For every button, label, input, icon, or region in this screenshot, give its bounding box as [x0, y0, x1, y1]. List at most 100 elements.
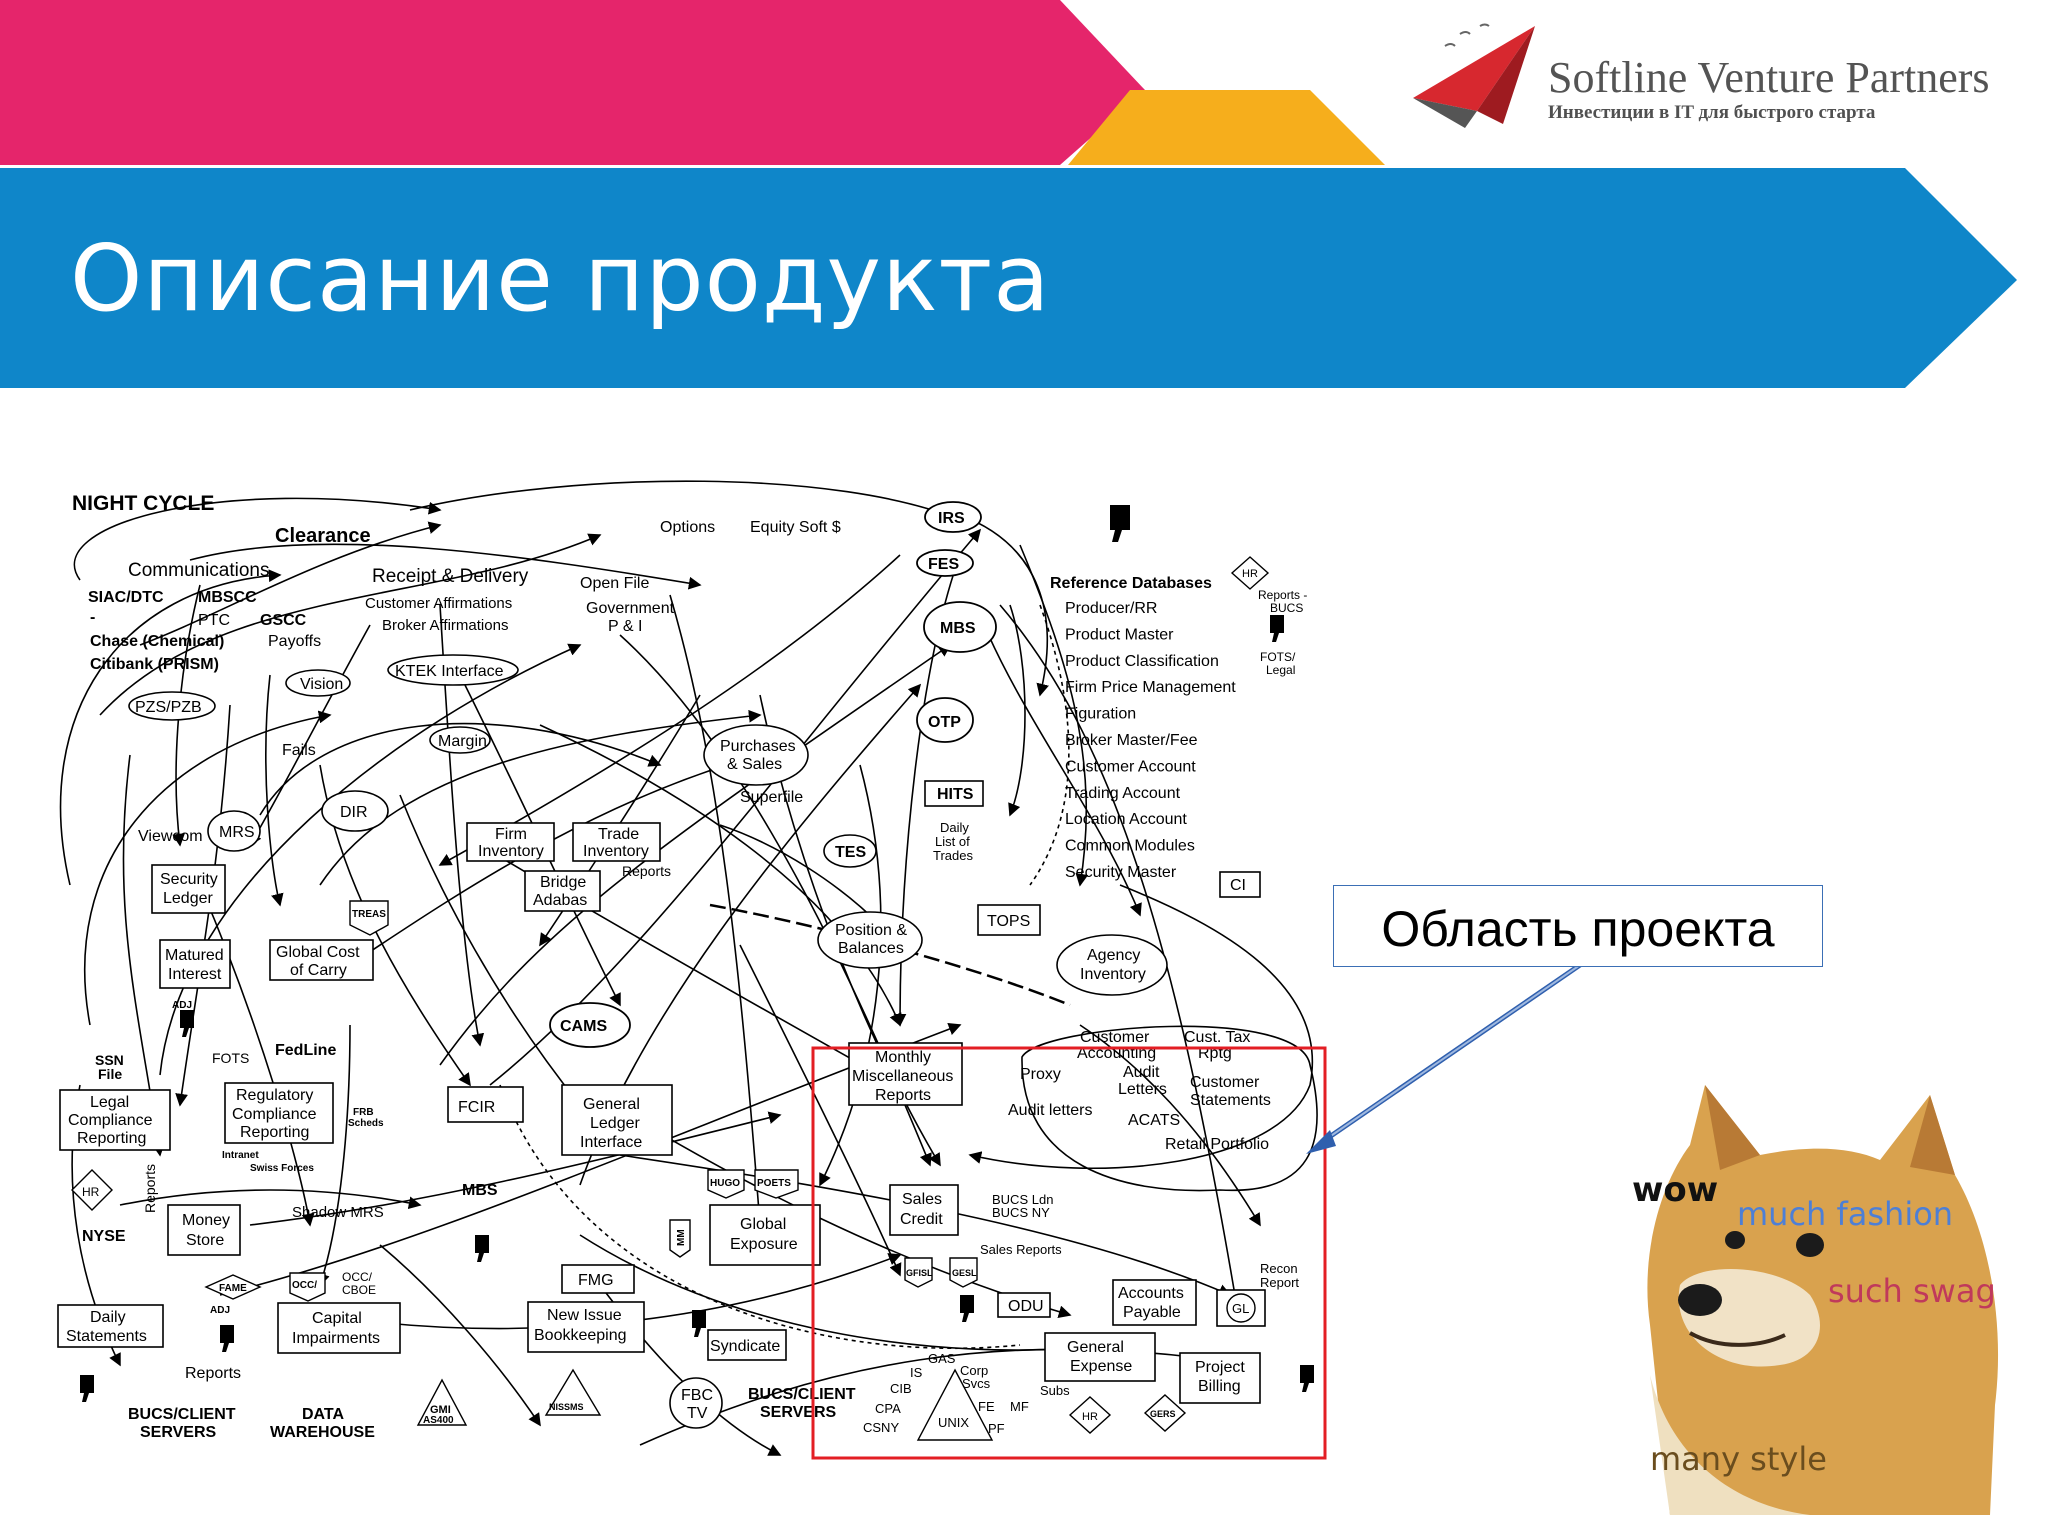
svg-text:Customer: Customer — [1080, 1029, 1150, 1046]
svg-text:IS: IS — [910, 1365, 923, 1380]
security-ledger-node: Security — [160, 871, 218, 888]
reference-db-item: Customer Account — [1065, 758, 1196, 775]
svg-text:Ledger: Ledger — [590, 1115, 640, 1132]
bridge-adabas-node: Bridge — [540, 874, 586, 891]
fes-node: FES — [928, 556, 959, 573]
svg-text:UNIX: UNIX — [938, 1415, 969, 1430]
svg-text:Reports: Reports — [622, 863, 671, 879]
svg-text:Open File: Open File — [580, 575, 649, 592]
night-cycle-label: NIGHT CYCLE — [72, 492, 214, 515]
daily-statements-node: Daily — [90, 1309, 126, 1326]
svg-text:Chase (Chemical): Chase (Chemical) — [90, 633, 224, 650]
hits-node: HITS — [937, 786, 974, 803]
svg-text:Shadow MRS: Shadow MRS — [292, 1204, 384, 1221]
reference-db-item: Common Modules — [1065, 838, 1195, 855]
svg-text:Adabas: Adabas — [533, 892, 587, 909]
svg-text:CSNY: CSNY — [863, 1420, 899, 1435]
svg-text:Billing: Billing — [1198, 1378, 1241, 1395]
meme-text-much-fashion: much fashion — [1737, 1195, 1954, 1233]
svg-text:Credit: Credit — [900, 1211, 943, 1228]
cams-node: CAMS — [560, 1018, 607, 1035]
general-expense-node: General — [1067, 1339, 1124, 1356]
firm-inventory-node: Firm — [495, 826, 527, 843]
svg-text:ADJ: ADJ — [210, 1305, 230, 1316]
tes-node: TES — [835, 844, 866, 861]
svg-text:NISSMS: NISSMS — [549, 1402, 584, 1412]
svg-text:Reports -: Reports - — [1258, 588, 1307, 602]
meme-text-wow: wow — [1632, 1170, 1719, 1210]
callout-text: Область проекта — [1381, 901, 1775, 957]
svg-text:Expense: Expense — [1070, 1358, 1132, 1375]
ktek-node: KTEK Interface — [395, 663, 504, 680]
svg-text:HR: HR — [82, 1185, 100, 1199]
global-cost-node: Global Cost — [276, 944, 360, 961]
svg-text:FOTS/: FOTS/ — [1260, 650, 1296, 664]
svg-text:Daily: Daily — [940, 820, 969, 835]
svg-text:Payable: Payable — [1123, 1304, 1181, 1321]
svg-text:WAREHOUSE: WAREHOUSE — [270, 1424, 375, 1441]
svg-text:TREAS: TREAS — [352, 909, 386, 920]
reference-db-item: Security Master — [1065, 864, 1177, 881]
svg-text:FRB: FRB — [353, 1107, 374, 1118]
odu-node: ODU — [1008, 1298, 1044, 1315]
svg-text:Cust. Tax: Cust. Tax — [1184, 1029, 1250, 1046]
svg-text:PF: PF — [988, 1421, 1005, 1436]
svg-text:GERS: GERS — [1150, 1409, 1176, 1419]
svg-text:CBOE: CBOE — [342, 1283, 376, 1297]
paper-plane-logo — [1413, 23, 1535, 128]
meme-text-such-swag: such swag — [1828, 1272, 1996, 1310]
mrs-node: MRS — [219, 824, 255, 841]
reference-db-item: Trading Account — [1065, 785, 1181, 802]
svg-text:of Carry: of Carry — [290, 962, 347, 979]
svg-text:PTC: PTC — [198, 612, 230, 629]
svg-text:Legal: Legal — [1266, 663, 1295, 677]
global-exposure-node: Global — [740, 1216, 786, 1233]
architecture-diagram: NIGHT CYCLE Clearance Communications SIA… — [57, 480, 1327, 1460]
svg-text:Scheds: Scheds — [348, 1118, 384, 1129]
svg-text:SSN: SSN — [95, 1052, 124, 1068]
operator-pictograms — [80, 505, 1314, 1402]
svg-text:Reports: Reports — [142, 1164, 158, 1213]
svg-text:CIB: CIB — [890, 1381, 912, 1396]
svg-text:MBS: MBS — [462, 1182, 498, 1199]
reference-db-item: Firm Price Management — [1065, 679, 1236, 696]
svg-text:Intranet: Intranet — [222, 1150, 259, 1161]
svg-text:Exposure: Exposure — [730, 1236, 798, 1253]
svg-text:List of: List of — [935, 834, 970, 849]
svg-text:Payoffs: Payoffs — [268, 633, 321, 650]
money-store-node: Money — [182, 1212, 230, 1229]
svg-text:HR: HR — [1082, 1411, 1098, 1423]
svg-text:BUCS NY: BUCS NY — [992, 1205, 1050, 1220]
legal-compliance-node: Legal — [90, 1094, 129, 1111]
svg-text:ACATS: ACATS — [1128, 1112, 1180, 1129]
svg-text:Superfile: Superfile — [740, 789, 803, 806]
svg-text:HUGO: HUGO — [710, 1178, 740, 1189]
diagram-labels: NIGHT CYCLE Clearance Communications SIA… — [57, 492, 1318, 1441]
svg-text:Subs: Subs — [1040, 1383, 1070, 1398]
svg-text:Balances: Balances — [838, 940, 904, 957]
svg-text:Statements: Statements — [1190, 1092, 1271, 1109]
svg-text:Interest: Interest — [168, 966, 222, 983]
svg-text:FOTS: FOTS — [212, 1050, 249, 1066]
header-bands — [0, 0, 2017, 388]
fbc-tv-node: FBC — [681, 1387, 713, 1404]
project-scope-highlight — [811, 1046, 1327, 1460]
new-issue-node: New Issue — [547, 1307, 622, 1324]
reference-db-item: Product Classification — [1065, 653, 1219, 670]
svg-text:Svcs: Svcs — [962, 1376, 991, 1391]
svg-text:Interface: Interface — [580, 1134, 642, 1151]
svg-text:Proxy: Proxy — [1020, 1066, 1061, 1083]
mbs-top-node: MBS — [940, 620, 976, 637]
svg-text:DATA: DATA — [302, 1406, 345, 1423]
agency-inventory-node: Agency — [1087, 947, 1140, 964]
svg-text:File: File — [98, 1066, 122, 1082]
reference-databases-title: Reference Databases — [1050, 575, 1212, 592]
reference-db-item: Figuration — [1065, 706, 1136, 723]
svg-text:Reports: Reports — [875, 1087, 931, 1104]
svg-text:Inventory: Inventory — [583, 843, 649, 860]
svg-text:Store: Store — [186, 1232, 224, 1249]
clearance-label: Clearance — [275, 525, 371, 547]
doge-meme-image — [1647, 1085, 1999, 1515]
svg-text:Reporting: Reporting — [77, 1130, 146, 1147]
svg-text:OCC/: OCC/ — [342, 1270, 373, 1284]
